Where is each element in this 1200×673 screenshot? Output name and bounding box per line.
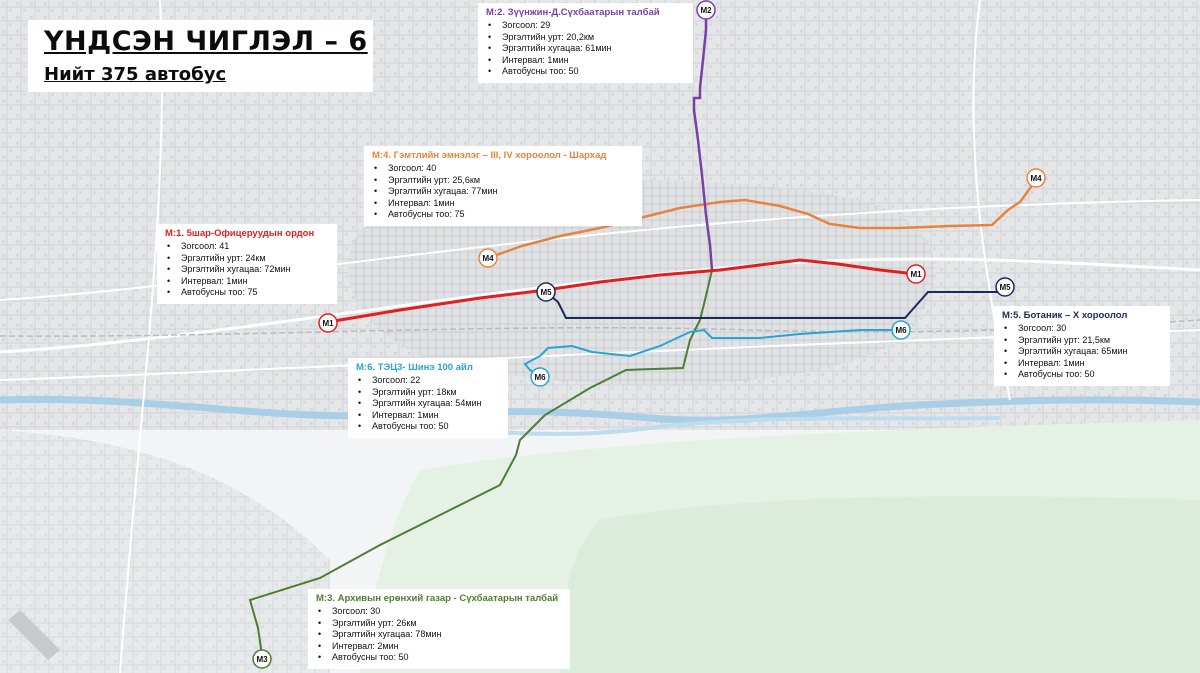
marker-m1-east[interactable]: M1 — [906, 264, 926, 284]
marker-label: M5 — [999, 283, 1011, 292]
stat-length: Эргэлтийн урт: 26км — [316, 618, 562, 630]
stat-interval: Интервал: 1мин — [372, 198, 634, 210]
route-title: М:3. Архивын ерөнхий газар - Сүхбаатарын… — [316, 593, 559, 604]
route-title: М:4. Гэмтлийн эмнэлэг – III, IV хороолол… — [372, 150, 607, 161]
marker-label: M1 — [322, 319, 334, 328]
stat-duration: Эргэлтийн хугацаа: 77мин — [372, 186, 634, 198]
stat-interval: Интервал: 1мин — [165, 276, 329, 288]
stat-duration: Эргэлтийн хугацаа: 54мин — [356, 398, 500, 410]
marker-label: M4 — [482, 254, 494, 263]
marker-label: M6 — [534, 373, 546, 382]
stat-interval: Интервал: 1мин — [486, 55, 685, 67]
urban-south — [0, 430, 330, 673]
page-subtitle: Нийт 375 автобус — [44, 64, 227, 85]
route-m3-line — [248, 269, 713, 656]
stat-stops: Зогсоол: 30 — [1002, 323, 1162, 335]
stat-length: Эргэлтийн урт: 21,5км — [1002, 335, 1162, 347]
route-title: М:2. Зүүнжин-Д.Сүхбаатарын талбай — [486, 7, 660, 18]
route-info-m3: М:3. Архивын ерөнхий газар - Сүхбаатарын… — [308, 589, 570, 669]
route-info-m1: М:1. 5шар-Офицеруудын ордон Зогсоол: 41 … — [157, 224, 337, 304]
marker-label: M4 — [1030, 174, 1042, 183]
page-title: ҮНДСЭН ЧИГЛЭЛ – 6 — [44, 26, 368, 57]
stat-buses: Автобусны тоо: 50 — [1002, 369, 1162, 381]
stat-buses: Автобусны тоо: 75 — [165, 287, 329, 299]
route-stats: Зогсоол: 41 Эргэлтийн урт: 24км Эргэлтий… — [165, 241, 329, 299]
route-info-m4: М:4. Гэмтлийн эмнэлэг – III, IV хороолол… — [364, 146, 642, 226]
stat-stops: Зогсоол: 22 — [356, 375, 500, 387]
green-hills-shade — [560, 496, 1200, 673]
stat-stops: Зогсоол: 41 — [165, 241, 329, 253]
route-stats: Зогсоол: 22 Эргэлтийн урт: 18км Эргэлтий… — [356, 375, 500, 433]
marker-m1-west[interactable]: M1 — [318, 313, 338, 333]
marker-m2[interactable]: M2 — [696, 0, 716, 20]
route-m1-line — [327, 258, 916, 324]
stat-duration: Эргэлтийн хугацаа: 65мин — [1002, 346, 1162, 358]
stat-interval: Интервал: 1мин — [356, 410, 500, 422]
airport-runway — [8, 610, 60, 660]
marker-m5-east[interactable]: M5 — [995, 277, 1015, 297]
route-stats: Зогсоол: 29 Эргэлтийн урт: 20,2км Эргэлт… — [486, 20, 685, 78]
river — [0, 395, 1200, 424]
route-title: М:6. ТЭЦ3- Шинэ 100 айл — [356, 362, 473, 373]
marker-m6-west[interactable]: M6 — [530, 367, 550, 387]
stat-stops: Зогсоол: 40 — [372, 163, 634, 175]
stat-length: Эргэлтийн урт: 20,2км — [486, 32, 685, 44]
route-m4-line — [487, 179, 1038, 260]
route-title: М:5. Ботаник – X хороолол — [1002, 310, 1128, 321]
urban-core — [348, 180, 935, 385]
marker-label: M1 — [910, 270, 922, 279]
route-stats: Зогсоол: 40 Эргэлтийн урт: 25,6км Эргэлт… — [372, 163, 634, 221]
marker-m4-east[interactable]: M4 — [1026, 168, 1046, 188]
stat-duration: Эргэлтийн хугацаа: 61мин — [486, 43, 685, 55]
marker-label: M5 — [540, 288, 552, 297]
route-info-m5: М:5. Ботаник – X хороолол Зогсоол: 30 Эр… — [994, 306, 1170, 386]
stat-buses: Автобусны тоо: 50 — [486, 66, 685, 78]
main-road — [0, 199, 1200, 301]
marker-label: M2 — [700, 6, 712, 15]
stat-buses: Автобусны тоо: 75 — [372, 209, 634, 221]
marker-label: M3 — [256, 655, 268, 664]
stat-stops: Зогсоол: 30 — [316, 606, 562, 618]
route-m2-line — [692, 12, 714, 271]
route-title: М:1. 5шар-Офицеруудын ордон — [165, 228, 315, 239]
stat-length: Эргэлтийн урт: 25,6км — [372, 175, 634, 187]
route-m5-line — [545, 291, 1004, 319]
stat-stops: Зогсоол: 29 — [486, 20, 685, 32]
title-panel: ҮНДСЭН ЧИГЛЭЛ – 6 Нийт 375 автобус — [28, 20, 373, 92]
marker-m5-west[interactable]: M5 — [536, 282, 556, 302]
marker-m3[interactable]: M3 — [252, 649, 272, 669]
route-info-m6: М:6. ТЭЦ3- Шинэ 100 айл Зогсоол: 22 Эргэ… — [348, 358, 508, 438]
stat-buses: Автобусны тоо: 50 — [316, 652, 562, 664]
route-stats: Зогсоол: 30 Эргэлтийн урт: 21,5км Эргэлт… — [1002, 323, 1162, 381]
stat-length: Эргэлтийн урт: 24км — [165, 253, 329, 265]
marker-label: M6 — [895, 326, 907, 335]
route-stats: Зогсоол: 30 Эргэлтийн урт: 26км Эргэлтий… — [316, 606, 562, 664]
marker-m4-west[interactable]: M4 — [478, 248, 498, 268]
stat-buses: Автобусны тоо: 50 — [356, 421, 500, 433]
stat-duration: Эргэлтийн хугацаа: 72мин — [165, 264, 329, 276]
route-info-m2: М:2. Зүүнжин-Д.Сүхбаатарын талбай Зогсоо… — [478, 3, 693, 83]
stat-length: Эргэлтийн урт: 18км — [356, 387, 500, 399]
stat-interval: Интервал: 1мин — [1002, 358, 1162, 370]
stat-interval: Интервал: 2мин — [316, 641, 562, 653]
marker-m6-east[interactable]: M6 — [891, 320, 911, 340]
stat-duration: Эргэлтийн хугацаа: 78мин — [316, 629, 562, 641]
route-m6-line — [523, 328, 900, 377]
